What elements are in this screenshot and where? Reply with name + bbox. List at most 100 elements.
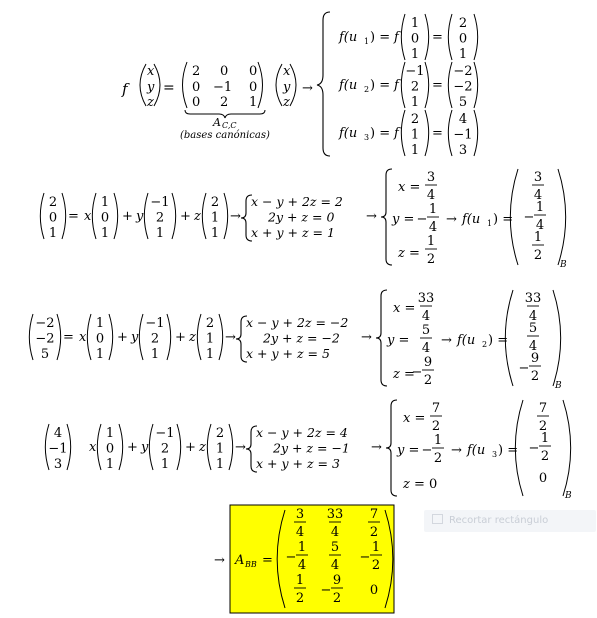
basis-entry: 1 — [101, 195, 109, 210]
paren-r — [557, 168, 567, 266]
paren-l — [96, 423, 102, 471]
fraction-numerator: 1 — [429, 202, 437, 217]
basis-entry: 1 — [206, 332, 214, 347]
basis-vector-entry: 1 — [411, 47, 419, 62]
fraction-denominator: 4 — [296, 525, 304, 540]
paren-r — [218, 313, 224, 361]
sol-z-label: z = — [402, 477, 425, 492]
image-result-entry: −2 — [453, 80, 472, 95]
minus-sign: − — [417, 212, 428, 227]
image-eq: ) = — [370, 78, 390, 93]
paren-r — [424, 61, 430, 109]
basis-entry: 2 — [216, 426, 224, 441]
basis-vector-entry: 2 — [411, 112, 419, 127]
var-z: z — [282, 95, 290, 110]
basis-entry: 1 — [211, 211, 219, 226]
fraction-denominator: 4 — [298, 558, 306, 573]
matrix-cell: −1 — [213, 80, 232, 95]
fraction-denominator: 2 — [370, 525, 378, 540]
left-brace — [245, 425, 258, 473]
paren-r — [108, 313, 114, 361]
left-brace — [380, 168, 393, 266]
basis-entry: 1 — [216, 442, 224, 457]
paren-r — [473, 13, 479, 61]
equals-sign: = — [163, 80, 175, 96]
paren-l — [139, 63, 147, 107]
var-z: z — [146, 95, 154, 110]
basis-entry: 1 — [106, 426, 114, 441]
coef-z: z — [188, 330, 196, 345]
fraction-denominator: 2 — [534, 248, 542, 263]
basis-vector-entry: 1 — [411, 128, 419, 143]
definition-block: f x y z = 2 0 0 0 −1 0 0 2 1 A C,C (base… — [0, 0, 597, 160]
basis-vector-entry: 0 — [411, 32, 419, 47]
underbrace — [184, 109, 266, 119]
fu-label: f(u — [466, 443, 485, 458]
result-highlight — [229, 504, 395, 614]
matrix-cell: 0 — [192, 95, 200, 110]
basis-entry: 2 — [211, 195, 219, 210]
image-result-entry: −2 — [453, 64, 472, 79]
minus-sign: − — [321, 583, 332, 598]
coef-x: x — [89, 440, 97, 455]
target-entry: 0 — [49, 211, 57, 226]
paren-l — [182, 61, 188, 109]
sol-z-label: z = — [397, 246, 420, 261]
basis-sub: B — [554, 381, 562, 391]
sol-z-value: 0 — [429, 477, 437, 492]
fraction-numerator: 1 — [298, 540, 306, 555]
basis-entry: 2 — [156, 211, 164, 226]
fraction-numerator: 1 — [534, 230, 542, 245]
equation: x − y + 2z = 2 — [251, 194, 343, 209]
image-result-entry: 0 — [459, 32, 467, 47]
fraction-numerator: 3 — [427, 170, 435, 185]
paren-l — [143, 192, 149, 240]
paren-r — [56, 313, 62, 361]
basis-sub: B — [564, 491, 572, 501]
fraction-denominator: 4 — [536, 218, 544, 233]
matrix-cell: 1 — [249, 95, 257, 110]
basis-entry: 0 — [96, 332, 104, 347]
fraction-numerator: 1 — [372, 540, 380, 555]
paren-l — [504, 289, 514, 387]
fraction-numerator: 33 — [327, 507, 344, 522]
equals-sign: = — [68, 209, 79, 224]
fraction-denominator: 2 — [427, 252, 435, 267]
image-result-entry: 4 — [459, 112, 467, 127]
result-cell: 0 — [370, 583, 378, 598]
fraction-denominator: 4 — [534, 188, 542, 203]
definition-svg: f x y z = 2 0 0 0 −1 0 0 2 1 A C,C (base… — [121, 11, 331, 157]
basis-entry: 1 — [156, 226, 164, 241]
sol-z-label: z = — [392, 367, 415, 382]
equation: 2y + z = −2 — [262, 331, 340, 346]
paren-l — [91, 192, 97, 240]
fraction-denominator: 2 — [333, 591, 341, 606]
fraction-numerator: 1 — [536, 200, 544, 215]
fraction-denominator: 4 — [429, 220, 437, 235]
arrow: → — [371, 440, 382, 455]
plus-sign: + — [185, 440, 196, 455]
equals-sign: = — [432, 78, 443, 93]
fraction-numerator: 5 — [422, 323, 430, 338]
fraction-numerator: 5 — [331, 540, 339, 555]
equals-sign: = — [63, 330, 74, 345]
fraction-numerator: 33 — [525, 291, 542, 306]
image-f: f — [393, 126, 401, 141]
basis-entry: −1 — [145, 316, 164, 331]
basis-entry: 2 — [161, 442, 169, 457]
equals-sign: = — [262, 553, 273, 568]
coord-entry: 0 — [539, 471, 547, 486]
sol-y-label: y = — [386, 333, 409, 348]
matrix-cell: 0 — [220, 64, 228, 79]
paren-r — [384, 509, 394, 609]
minus-sign: − — [519, 361, 530, 376]
left-brace — [385, 399, 398, 497]
acc-label: A — [212, 116, 221, 129]
fraction-numerator: 1 — [296, 573, 304, 588]
paren-r — [424, 109, 430, 157]
snip-overlay-bar[interactable]: Recortar rectángulo — [424, 510, 596, 532]
fraction-denominator: 4 — [331, 558, 339, 573]
image-fu-label: f(u — [338, 126, 357, 141]
